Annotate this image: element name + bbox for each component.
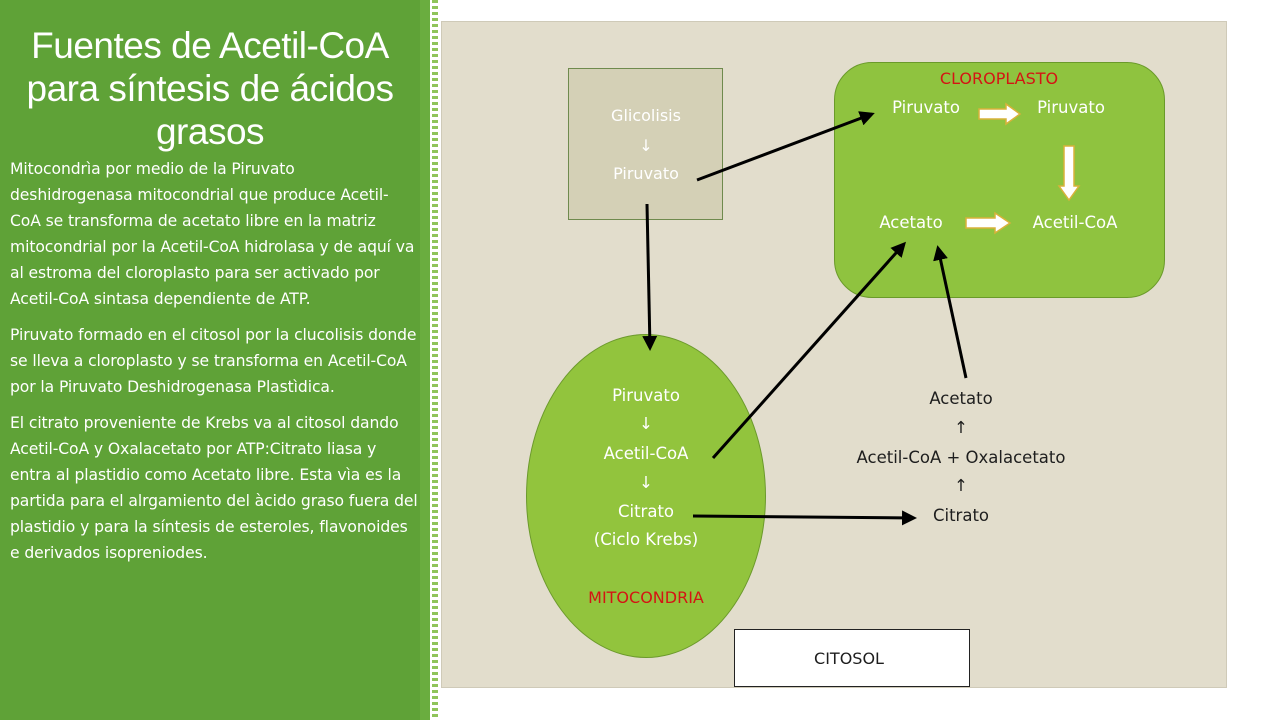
citosol-box: [734, 629, 970, 687]
mito-acetil-coa: Acetil-CoA: [603, 444, 689, 463]
mito-ciclo-krebs: (Ciclo Krebs): [593, 530, 699, 549]
chloroplast-piruvato-a: Piruvato: [892, 98, 960, 117]
sidebar-edge: [420, 0, 430, 720]
slide-body: Mitocondrìa por medio de la Piruvato des…: [10, 156, 418, 576]
sidebar-panel: [0, 0, 420, 720]
paragraph-mitochondria: Mitocondrìa por medio de la Piruvato des…: [10, 160, 415, 308]
glycolysis-piruvato: Piruvato: [613, 164, 679, 183]
mitochondria-label: MITOCONDRIA: [588, 588, 704, 607]
chloroplast-acetato: Acetato: [879, 213, 943, 232]
mito-piruvato: Piruvato: [612, 386, 680, 405]
chloroplast-acetil-coa: Acetil-CoA: [1032, 213, 1118, 232]
decorative-stripes: [432, 0, 438, 720]
mito-citrato: Citrato: [617, 502, 675, 521]
cytosol-acetato: Acetato: [929, 389, 993, 408]
cytosol-acetil-oxalacetato: Acetil-CoA + Oxalacetato: [856, 448, 1066, 467]
glycolysis-label: Glicolisis: [611, 106, 681, 125]
mito-down-arrow-2: ↓: [639, 473, 653, 492]
mito-down-arrow-1: ↓: [639, 414, 653, 433]
cytosol-up-arrow-2: ↑: [954, 476, 968, 495]
paragraph-cytosol-pyruvate: Piruvato formado en el citosol por la cl…: [10, 326, 417, 396]
chloroplast-piruvato-b: Piruvato: [1037, 98, 1105, 117]
chloroplast-label: CLOROPLASTO: [939, 69, 1059, 88]
slide-title: Fuentes de Acetil-CoA para síntesis de á…: [26, 25, 394, 152]
paragraph-citrate: El citrato proveniente de Krebs va al ci…: [10, 414, 418, 562]
mitochondria-compartment: [526, 334, 766, 658]
citosol-label: CITOSOL: [814, 649, 884, 668]
cytosol-citrato: Citrato: [932, 506, 990, 525]
chloroplast-compartment: [834, 62, 1165, 298]
glycolysis-down-arrow: ↓: [639, 136, 653, 155]
cytosol-up-arrow-1: ↑: [954, 418, 968, 437]
